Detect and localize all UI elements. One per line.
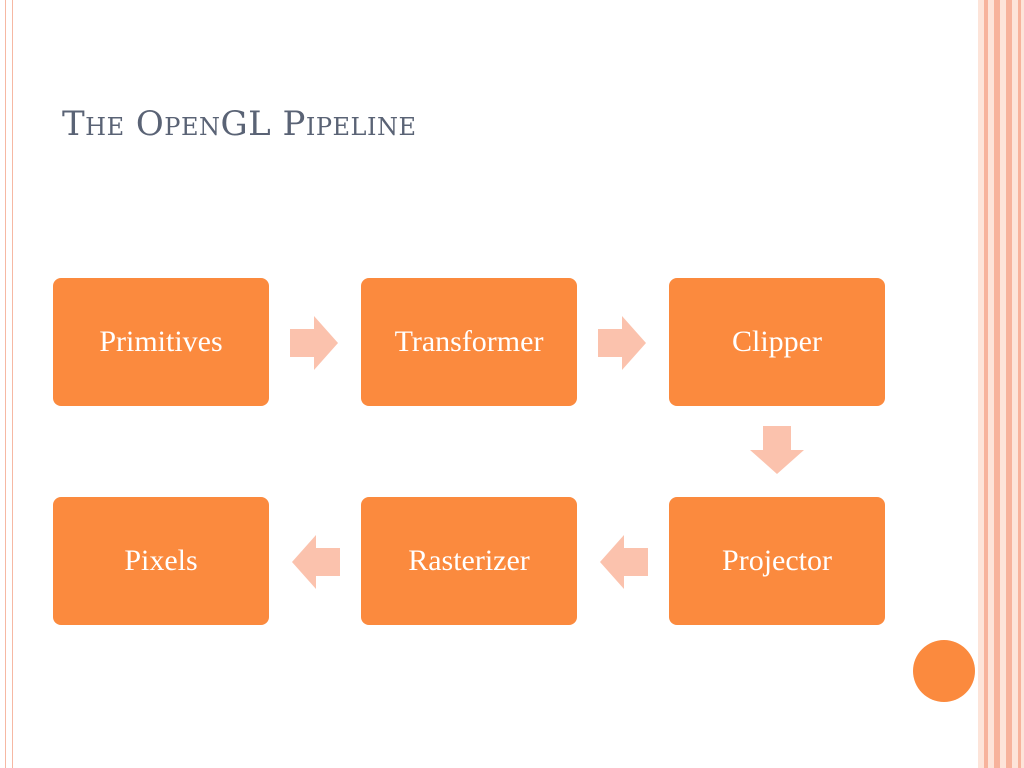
- arrow-left-icon: [292, 535, 340, 589]
- accent-circle: [913, 640, 975, 702]
- node-pixels: Pixels: [53, 497, 269, 625]
- left-border-decoration: [0, 0, 13, 768]
- arrow-right-icon: [598, 316, 646, 370]
- stripe: [1018, 0, 1021, 768]
- stripe: [1006, 0, 1012, 768]
- node-clipper: Clipper: [669, 278, 885, 406]
- stripe: [994, 0, 1000, 768]
- stripe: [984, 0, 988, 768]
- arrow-right-icon: [290, 316, 338, 370]
- node-transformer: Transformer: [361, 278, 577, 406]
- arrow-left-icon: [600, 535, 648, 589]
- node-projector: Projector: [669, 497, 885, 625]
- node-primitives: Primitives: [53, 278, 269, 406]
- arrow-down-icon: [750, 426, 804, 474]
- node-rasterizer: Rasterizer: [361, 497, 577, 625]
- right-stripe-decoration: [978, 0, 1024, 768]
- slide-title: The OpenGL Pipeline: [62, 104, 417, 144]
